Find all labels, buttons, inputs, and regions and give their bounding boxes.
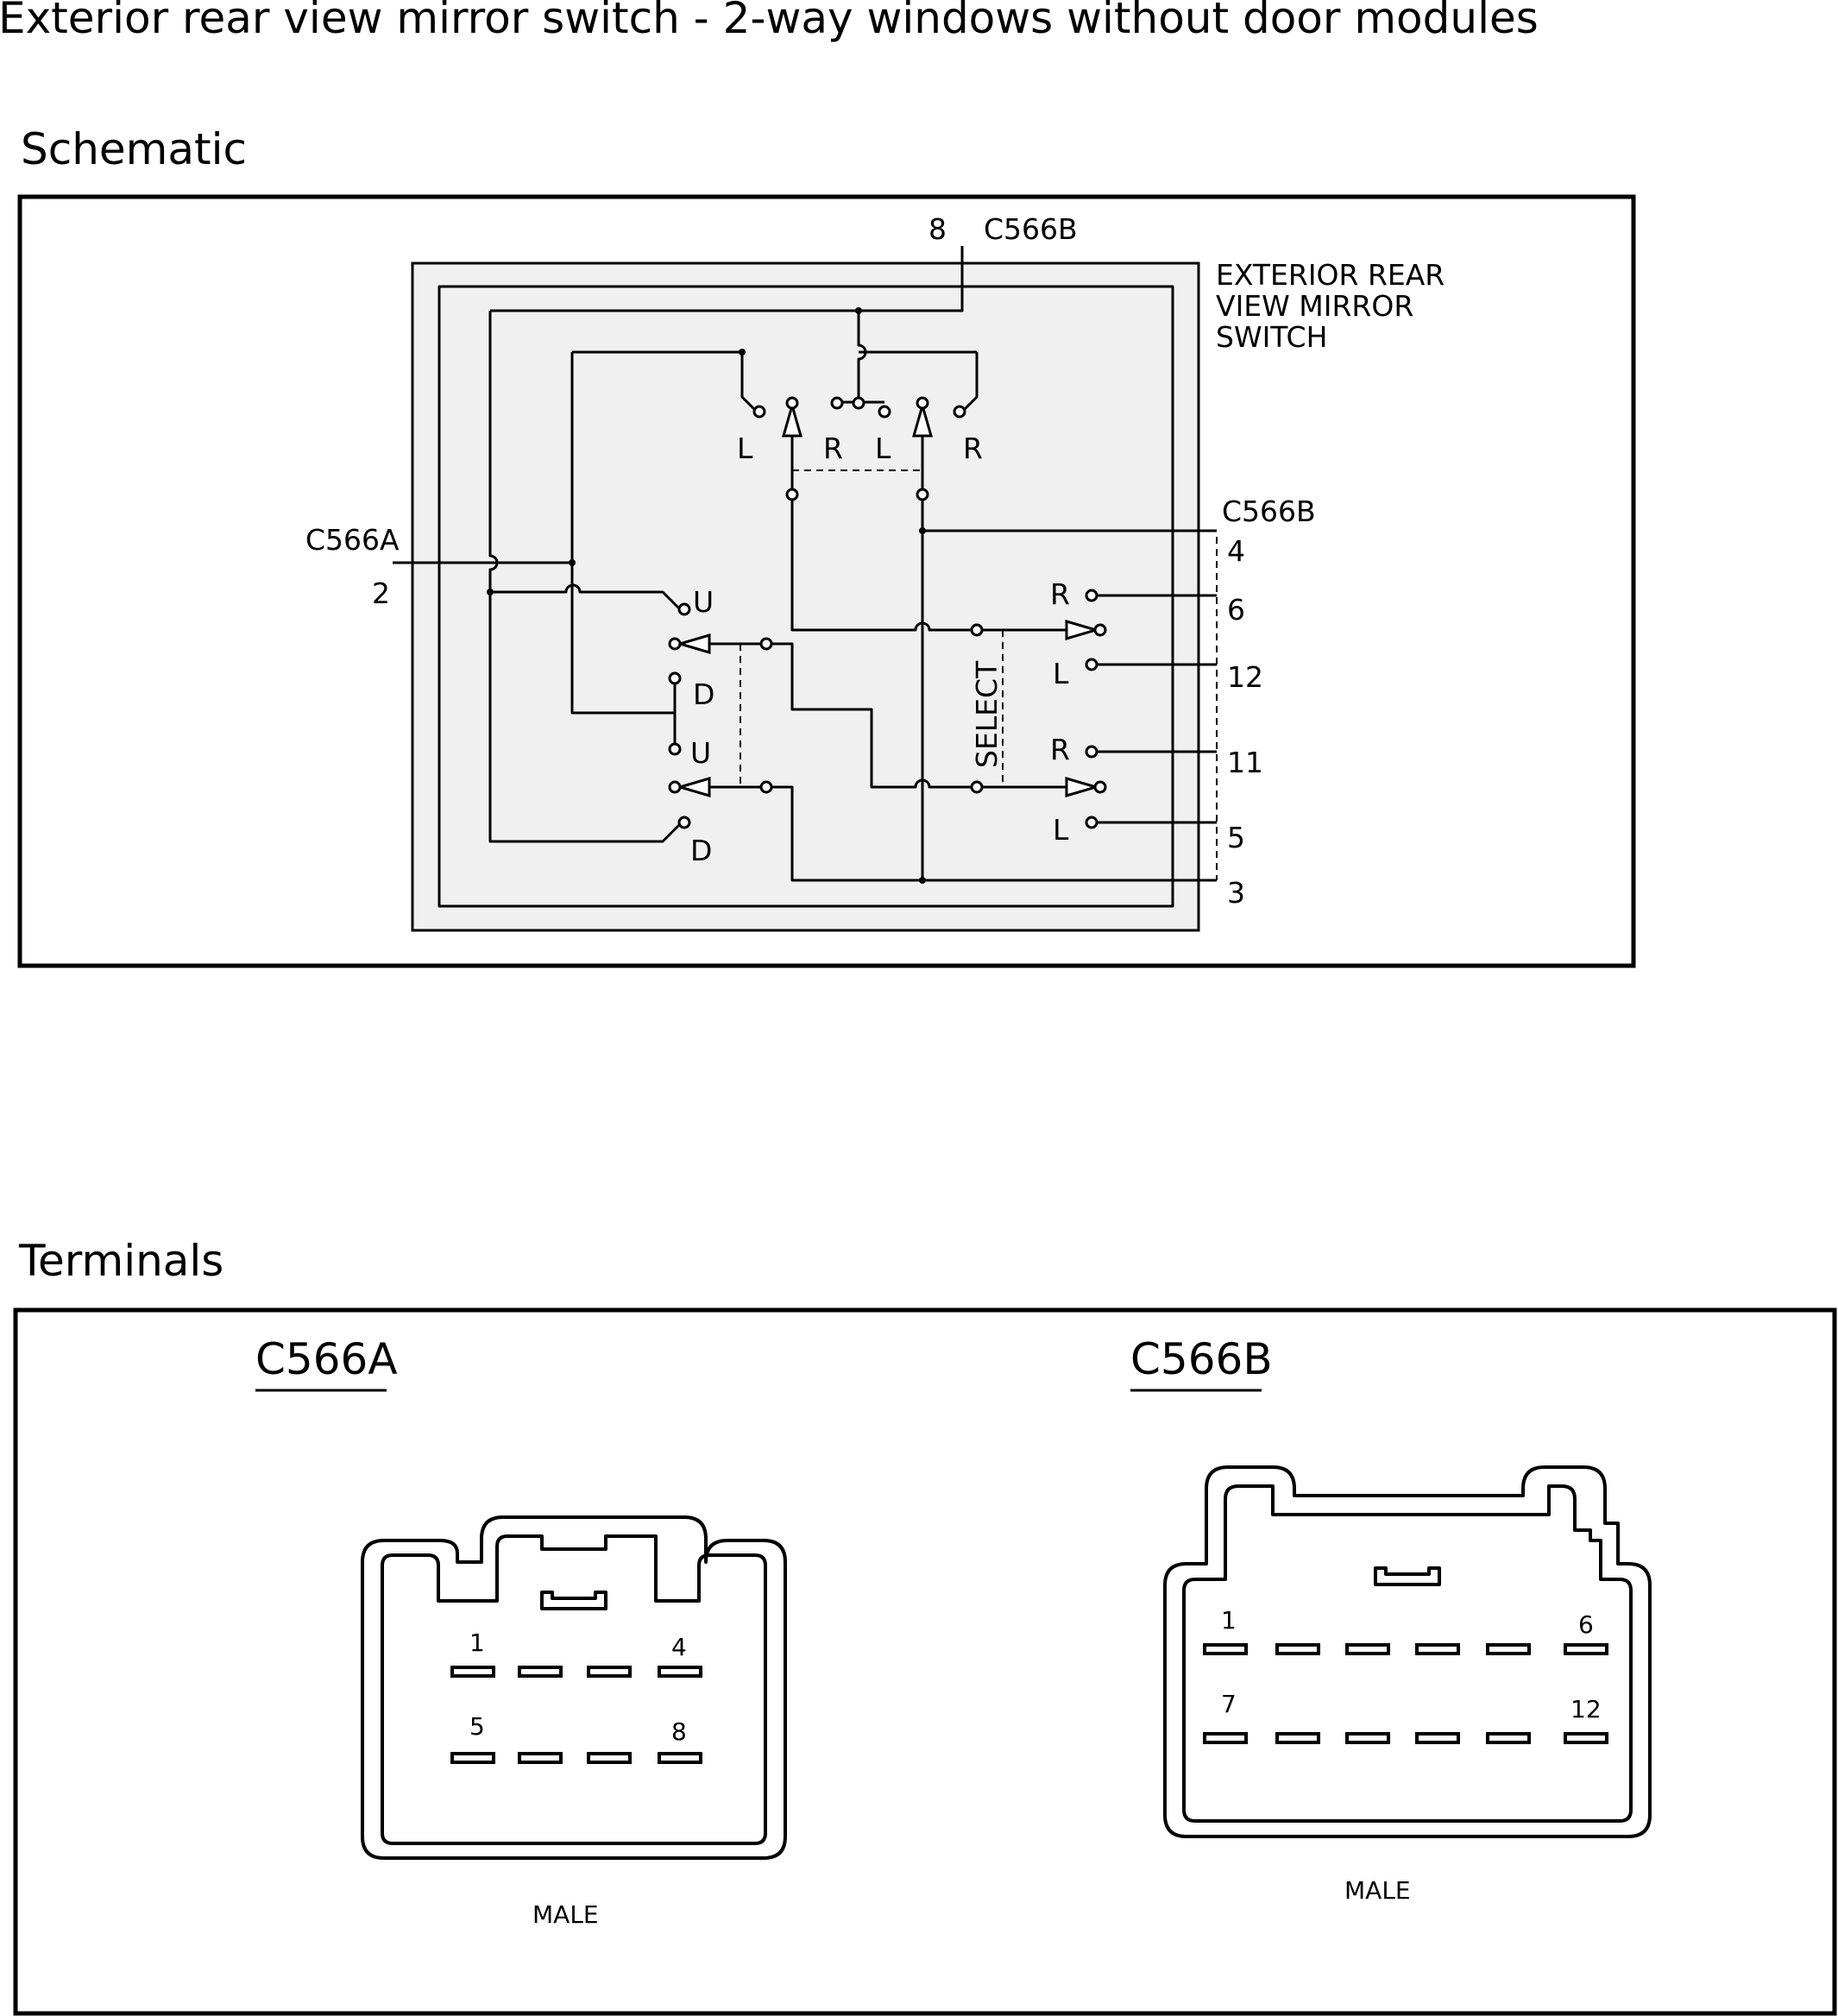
connector-c566b: C566B 1 6 7 12 MALE: [1130, 1334, 1652, 1905]
top-switch-labels: L R L R: [737, 432, 983, 465]
terminals-frame: [13, 1307, 1837, 2016]
c566a-pin-5: [450, 1752, 495, 1764]
c566a-pin-2: [518, 1666, 563, 1678]
c566a-gender: MALE: [532, 1900, 599, 1929]
right-switch-label-l1: L: [1053, 657, 1069, 690]
left-connector-pin: 2: [372, 576, 390, 610]
c566b-pin-10: [1415, 1732, 1460, 1744]
c566a-pin-label-4: 4: [671, 1633, 687, 1661]
c566a-pin-6: [518, 1752, 563, 1764]
c566b-outline-outer: [1163, 1465, 1652, 1838]
component-label-line1: EXTERIOR REAR: [1216, 258, 1445, 292]
c566a-pin-3: [587, 1666, 632, 1678]
right-connector-pin-12: 12: [1227, 660, 1263, 694]
c566a-pin-7: [587, 1752, 632, 1764]
right-connector-pin-3: 3: [1227, 876, 1245, 910]
switch-body-outer: [411, 261, 1200, 932]
c566a-pin-label-8: 8: [671, 1717, 687, 1746]
schematic-frame: [17, 194, 1636, 968]
schematic-heading: Schematic: [21, 124, 247, 174]
c566b-pin-4: [1415, 1643, 1460, 1655]
top-connector-name: C566B: [984, 212, 1078, 246]
c566b-pin-8: [1275, 1732, 1320, 1744]
right-switch-label-r1: R: [1050, 577, 1070, 611]
left-connector-name: C566A: [305, 523, 400, 557]
c566b-pin-1: [1203, 1643, 1248, 1655]
c566a-key: [540, 1591, 607, 1610]
c566b-pin-label-1: 1: [1221, 1606, 1237, 1635]
left-switch-label-d1: D: [693, 677, 714, 711]
c566b-pin-label-6: 6: [1578, 1610, 1594, 1639]
c566a-pin-1: [450, 1666, 495, 1678]
left-switch-label-u2: U: [690, 736, 711, 770]
terminals-heading: Terminals: [18, 1236, 223, 1286]
left-switch-labels: U D U D: [690, 585, 714, 867]
c566b-pin-label-12: 12: [1570, 1695, 1602, 1723]
c566a-outline-inner: [381, 1534, 767, 1845]
right-connector-pin-11: 11: [1227, 746, 1263, 779]
right-switch-label-r2: R: [1050, 733, 1070, 766]
c566a-outline-outer: [361, 1515, 787, 1860]
page-title: Exterior rear view mirror switch - 2-way…: [0, 0, 1539, 43]
component-label-line3: SWITCH: [1216, 320, 1327, 354]
c566a-pin-label-5: 5: [469, 1712, 485, 1741]
c566a-pin-4: [658, 1666, 702, 1678]
c566b-title: C566B: [1130, 1334, 1273, 1384]
top-switch-label-l1: L: [737, 432, 753, 465]
c566b-gender: MALE: [1344, 1876, 1411, 1905]
right-switch-labels: R L R L: [1050, 577, 1070, 847]
c566b-pin-6: [1564, 1643, 1608, 1655]
c566b-pin-11: [1486, 1732, 1531, 1744]
right-switch-label-l2: L: [1053, 813, 1069, 847]
c566b-pin-7: [1203, 1732, 1248, 1744]
component-label: EXTERIOR REAR VIEW MIRROR SWITCH: [1216, 258, 1445, 354]
c566a-pin-8: [658, 1752, 702, 1764]
c566b-pin-2: [1275, 1643, 1320, 1655]
c566b-pin-9: [1345, 1732, 1390, 1744]
component-label-line2: VIEW MIRROR: [1216, 289, 1413, 323]
c566b-key: [1374, 1566, 1441, 1586]
c566a-pin-label-1: 1: [469, 1629, 485, 1657]
c566b-pin-label-7: 7: [1221, 1690, 1237, 1718]
top-switch-label-l2: L: [875, 432, 891, 465]
right-connector-name: C566B: [1222, 495, 1316, 528]
right-connector-pin-4: 4: [1227, 534, 1245, 568]
right-connector-pin-6: 6: [1227, 593, 1245, 627]
top-connector-pin: 8: [928, 212, 947, 246]
schematic-wiring: [393, 246, 1217, 882]
switch-arrows: [675, 400, 1101, 798]
left-switch-label-d2: D: [690, 834, 712, 867]
left-switch-label-u1: U: [693, 585, 714, 619]
junction-dots: [487, 307, 926, 884]
connector-c566a: C566A 1 4 5 8 MALE: [255, 1334, 787, 1929]
c566b-outline-inner: [1182, 1484, 1633, 1823]
c566b-pin-3: [1345, 1643, 1390, 1655]
select-label: SELECT: [970, 660, 1004, 768]
c566b-pin-12: [1564, 1732, 1608, 1744]
c566a-title: C566A: [255, 1334, 398, 1384]
top-switch-label-r1: R: [823, 432, 843, 465]
c566b-pin-5: [1486, 1643, 1531, 1655]
top-switch-label-r2: R: [963, 432, 983, 465]
switch-contacts: [668, 396, 1107, 829]
right-connector-pin-5: 5: [1227, 821, 1245, 854]
